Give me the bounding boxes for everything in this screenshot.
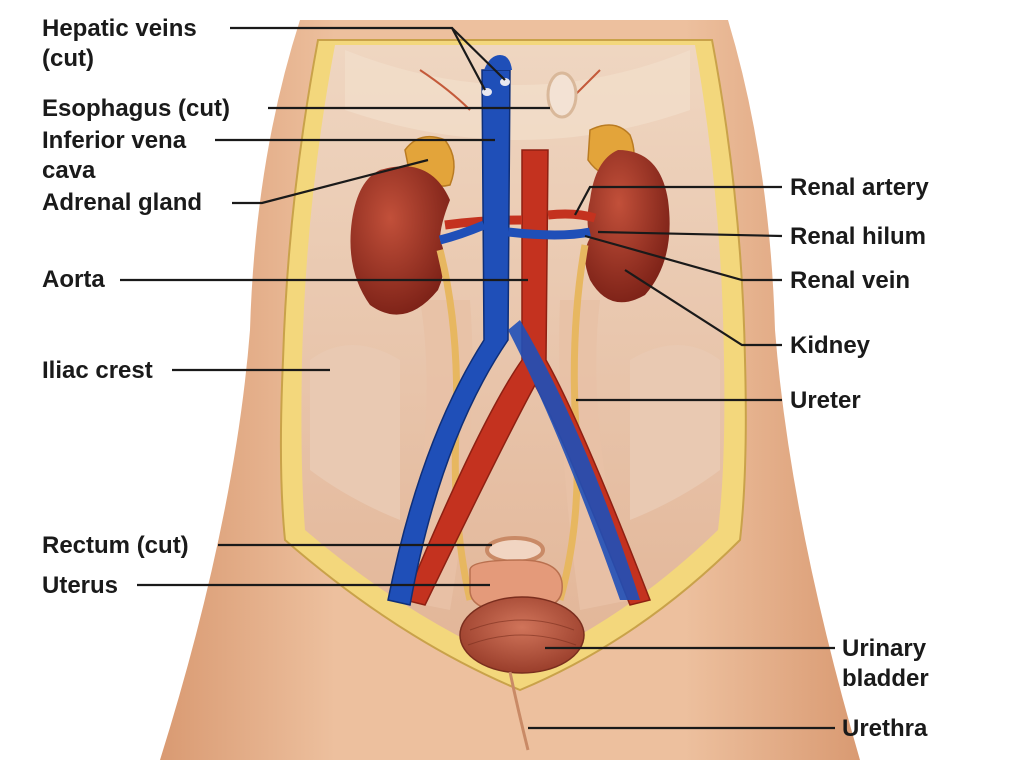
urethra bbox=[508, 671, 530, 751]
label-kidney: Kidney bbox=[790, 332, 871, 359]
rectum bbox=[485, 536, 545, 564]
vena-cava-vessel bbox=[387, 69, 511, 606]
label-inferior-vena-cava-2: cava bbox=[42, 157, 96, 184]
label-hepatic-veins: Hepatic veins bbox=[42, 15, 197, 42]
label-renal-vein: Renal vein bbox=[790, 267, 911, 294]
label-urinary-bladder: Urinary bbox=[842, 635, 927, 662]
label-renal-hilum: Renal hilum bbox=[790, 223, 927, 250]
label-uterus: Uterus bbox=[42, 572, 119, 599]
kidney-left bbox=[350, 166, 450, 315]
label-renal-artery: Renal artery bbox=[790, 174, 929, 201]
label-adrenal-gland: Adrenal gland bbox=[42, 189, 203, 216]
label-urethra: Urethra bbox=[842, 715, 928, 742]
label-urinary-bladder-2: bladder bbox=[842, 665, 929, 692]
label-hepatic-veins-cut: (cut) bbox=[42, 45, 94, 72]
esophagus bbox=[546, 71, 578, 119]
leader-lines bbox=[120, 26, 835, 730]
label-ureter: Ureter bbox=[790, 387, 861, 414]
label-aorta: Aorta bbox=[42, 266, 105, 293]
label-esophagus: Esophagus (cut) bbox=[42, 95, 231, 122]
label-inferior-vena-cava: Inferior vena bbox=[42, 127, 187, 154]
label-iliac-crest: Iliac crest bbox=[42, 357, 153, 384]
label-rectum: Rectum (cut) bbox=[42, 532, 189, 559]
